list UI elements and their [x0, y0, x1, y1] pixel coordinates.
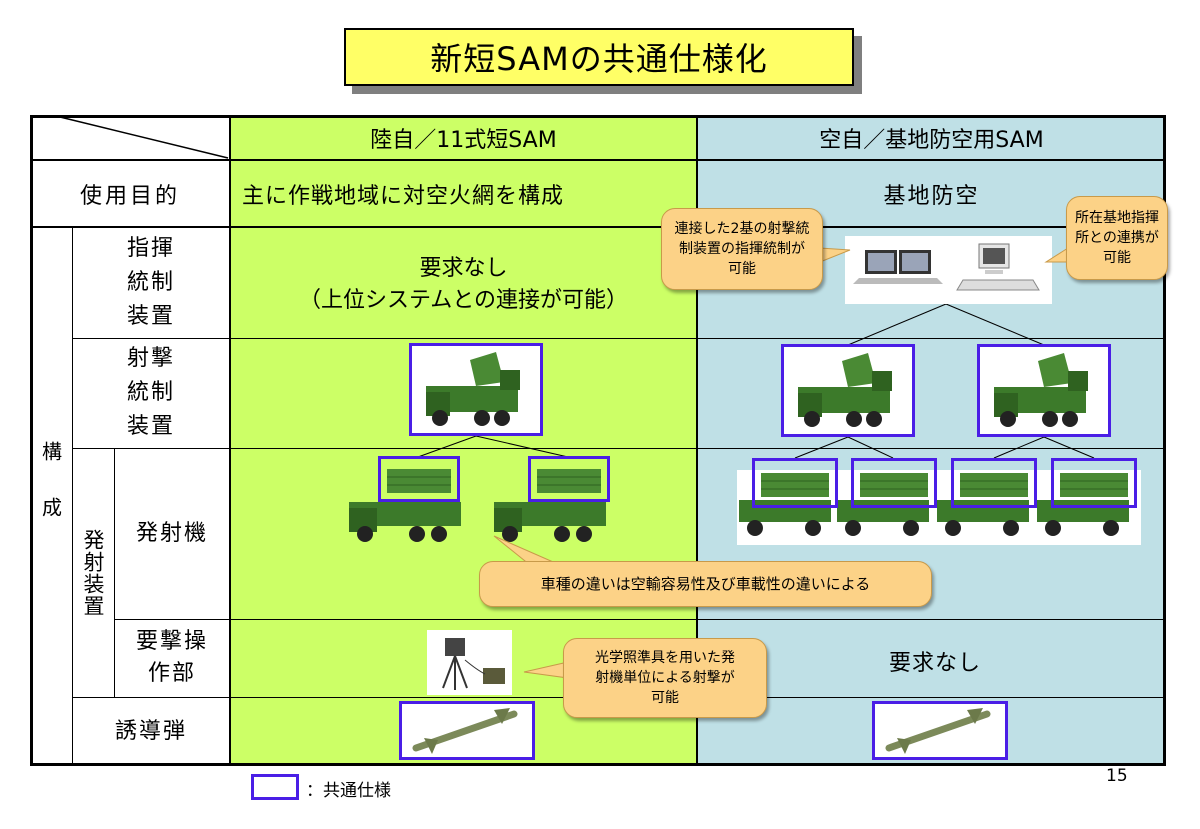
launcher-truck-picture	[490, 470, 612, 548]
command-computers-picture	[845, 236, 1052, 304]
header-asdf: 空自／基地防空用SAM	[697, 115, 1166, 160]
common-spec-frame	[781, 344, 915, 437]
manual-asdf: 要求なし	[888, 651, 981, 676]
row-label-manual: 要撃操作部	[114, 619, 230, 697]
command-gsdf-line1: 要求なし	[419, 256, 508, 281]
callout-base-hq-text: 所在基地指揮所との連携が可能	[1075, 210, 1159, 266]
row-label-command: 指揮統制装置	[72, 227, 230, 338]
callout-base-hq: 所在基地指揮所との連携が可能	[1066, 196, 1168, 280]
common-spec-frame	[399, 701, 535, 760]
fire-control-vehicle-icon	[994, 353, 1088, 427]
common-spec-frame	[851, 458, 937, 508]
optical-sight-icon	[442, 638, 505, 690]
page-title: 新短SAMの共通仕様化	[344, 28, 854, 86]
group-label-config: 構成	[30, 227, 72, 766]
legend-common-spec-label: ：共通仕様	[306, 781, 391, 801]
callout-vehicle-diff: 車種の違いは空輸容易性及び車載性の違いによる	[479, 561, 932, 607]
grid-line	[114, 619, 1166, 620]
missile-icon	[412, 708, 518, 754]
launcher-pod-icon	[860, 473, 928, 497]
callout-connect-two: 連接した2基の射撃統制装置の指揮統制が可能	[661, 208, 823, 290]
group-label-launch: 発射装置	[72, 448, 114, 697]
launcher-pod-icon	[960, 473, 1028, 497]
launcher-truck-picture	[345, 470, 467, 548]
grid-line	[72, 338, 1166, 339]
row-label-missile: 誘導弾	[72, 697, 230, 766]
launcher-truck-icon	[494, 502, 606, 542]
grid-line	[696, 115, 698, 766]
command-gsdf-line2: （上位システムとの連接が可能）	[298, 288, 629, 313]
grid-line	[114, 448, 115, 697]
fire-control-vehicle-icon	[426, 352, 520, 426]
callout-optical-text: 光学照準具を用いた発射機単位による射撃が可能	[595, 650, 735, 706]
callout-optical: 光学照準具を用いた発射機単位による射撃が可能	[563, 638, 767, 718]
row-label-fire-control-text: 射撃統制装置	[126, 346, 175, 439]
grid-line	[72, 448, 1166, 449]
callout-connect-two-text: 連接した2基の射撃統制装置の指揮統制が可能	[674, 221, 810, 277]
common-spec-frame	[409, 343, 543, 436]
optical-sight-picture	[427, 630, 512, 695]
row-label-launcher: 発射機	[114, 448, 230, 619]
table-corner	[30, 115, 230, 160]
launcher-pod-icon	[387, 469, 451, 493]
group-label-launch-text: 発射装置	[81, 528, 105, 617]
grid-line	[229, 115, 231, 766]
launcher-pod-icon	[537, 469, 601, 493]
common-spec-frame	[872, 701, 1008, 760]
common-spec-frame	[951, 458, 1037, 508]
grid-line	[72, 227, 73, 766]
common-spec-frame	[528, 456, 610, 502]
common-spec-frame	[378, 456, 460, 502]
missile-icon	[885, 708, 991, 754]
common-spec-frame	[752, 458, 838, 508]
common-spec-frame	[1051, 458, 1137, 508]
header-gsdf: 陸自／11式短SAM	[230, 115, 697, 160]
legend-common-spec-swatch	[251, 774, 299, 800]
grid-line	[30, 159, 1166, 161]
fire-control-vehicle-icon	[798, 353, 892, 427]
launcher-pod-icon	[1060, 473, 1128, 497]
corner-diagonal	[59, 116, 229, 159]
page-number: 15	[1106, 766, 1128, 786]
group-label-config-text: 構成	[38, 440, 63, 553]
command-gsdf: 要求なし （上位システムとの連接が可能）	[230, 250, 697, 320]
purpose-gsdf: 主に作戦地域に対空火網を構成	[230, 160, 697, 227]
computer-icon	[853, 243, 1040, 291]
row-label-fire-control: 射撃統制装置	[72, 338, 230, 448]
row-label-command-text: 指揮統制装置	[126, 235, 175, 329]
row-label-purpose: 使用目的	[30, 160, 230, 227]
grid-line	[30, 226, 1166, 228]
launcher-pod-icon	[761, 473, 829, 497]
row-label-manual-text: 要撃操作部	[135, 629, 208, 686]
launcher-truck-icon	[349, 502, 461, 542]
callout-vehicle-diff-text: 車種の違いは空輸容易性及び車載性の違いによる	[540, 575, 871, 593]
common-spec-frame	[977, 344, 1111, 437]
